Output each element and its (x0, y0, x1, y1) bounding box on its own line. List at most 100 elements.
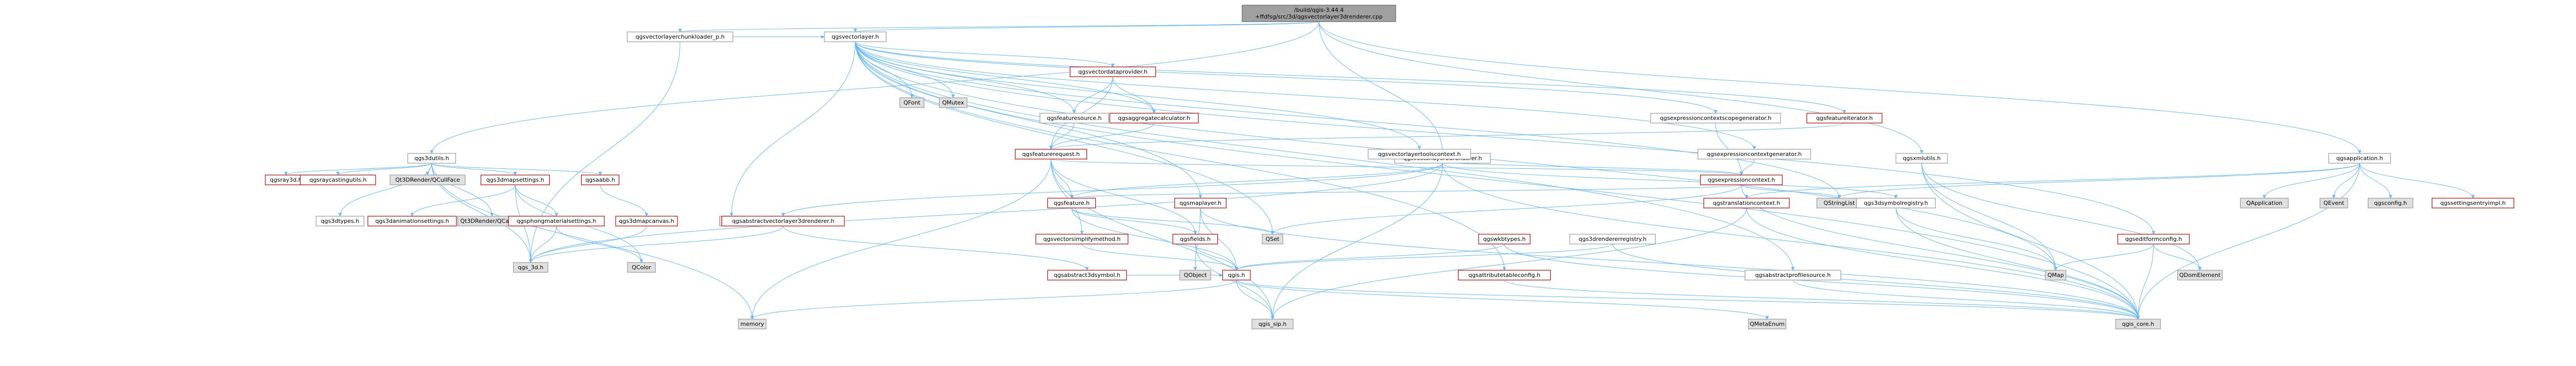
node-memory[interactable]: memory (738, 319, 767, 329)
node-vdataprovider[interactable]: qgsvectordataprovider.h (1070, 66, 1156, 77)
edge-layer (284, 21, 2475, 320)
edge-qgsapplication-to-qevent (2332, 163, 2360, 199)
edge-qgs3dutils-to-qgs3dmapsettings (431, 163, 517, 176)
edge-root-to-chunkloader (679, 21, 1319, 32)
node-attributetable[interactable]: qgsattributetableconfig.h (1458, 270, 1551, 281)
node-qgsraycast[interactable]: qgsray3d.h (265, 175, 307, 185)
node-qapplication[interactable]: QApplication (2240, 198, 2289, 208)
edge-root-to-vectorlayer (854, 21, 1319, 32)
node-qcolor[interactable]: QColor (627, 262, 656, 273)
node-label: qgsaabb.h (585, 177, 615, 183)
node-vltoolscontext[interactable]: qgsvectorlayertoolscontext.h (1367, 149, 1471, 160)
edge-featurerequest-to-qgsfields (1050, 159, 1197, 235)
node-qevent[interactable]: QEvent (2319, 198, 2348, 208)
node-qgsxmlutils[interactable]: qgsxmlutils.h (1895, 153, 1948, 164)
edge-qgsfields-to-qgis (1195, 243, 1239, 271)
node-label: qgsvectorlayerchunkloader_p.h (635, 33, 724, 40)
node-label: qgsraycastingutils.h (310, 177, 367, 183)
node-featureiterator[interactable]: qgsfeatureiterator.h (1806, 113, 1883, 124)
edge-vl3drenderer-to-qgsfeature (1070, 163, 1443, 199)
node-box (2115, 319, 2161, 329)
node-featuresource[interactable]: qgsfeaturesource.h (1039, 113, 1109, 124)
node-box (300, 175, 376, 185)
edge-vectorlayer-to-abstractprofile (855, 41, 1795, 271)
edge-qgs3dutils-to-qgs3dtypes (338, 163, 432, 217)
node-exprscopegen[interactable]: qgsexpressioncontextscopegenerator.h (1650, 113, 1781, 124)
node-label: QColor (632, 264, 651, 271)
node-phongmaterial[interactable]: qgsphongmaterialsettings.h (508, 216, 605, 226)
node-chunkloader[interactable]: qgsvectorlayerchunkloader_p.h (626, 31, 734, 42)
node-qset[interactable]: QSet (1262, 234, 1283, 245)
node-animsettings[interactable]: qgs3danimationsettings.h (367, 216, 457, 226)
node-qgis[interactable]: qgis.h (1222, 270, 1251, 281)
node-box (389, 175, 466, 185)
node-featurerequest[interactable]: qgsfeaturerequest.h (1014, 149, 1088, 160)
node-box (2431, 198, 2515, 208)
node-vtsimplify[interactable]: qgsvectorsimplifymethod.h (1035, 234, 1129, 245)
node-editformconfig[interactable]: qgseditformconfig.h (2117, 234, 2190, 245)
node-box (1569, 234, 1656, 245)
node-box (1458, 270, 1551, 281)
edge-vectorlayer-to-aggregatecalc (855, 41, 1156, 114)
node-mapcanvas3d[interactable]: qgs3dmapcanvas.h (615, 216, 678, 226)
edge-featureiterator-to-featurerequest (1049, 123, 1845, 150)
node-qobject[interactable]: QObject (1179, 270, 1211, 281)
node-qgswkbtypes[interactable]: qgswkbtypes.h (1478, 234, 1531, 245)
edge-qgsapplication-to-qapplication (2262, 163, 2360, 199)
node-qgs3dtypes[interactable]: qgs3dtypes.h (315, 216, 365, 226)
node-rendererregistry[interactable]: qgs3drendererregistry.h (1569, 234, 1656, 245)
node-qdomelement[interactable]: QDomElement (2177, 270, 2223, 281)
edge-qgs3dutils-to-raycastingutils (336, 163, 432, 176)
node-qgsapplication[interactable]: qgsapplication.h (2328, 153, 2391, 164)
node-label: qgsconfig.h (2374, 200, 2407, 206)
node-qgsfields[interactable]: qgsfields.h (1172, 234, 1218, 245)
edge-vdataprovider-to-aggregatecalc (1112, 76, 1156, 114)
node-qmetaenum[interactable]: QMetaEnum (1748, 319, 1787, 329)
node-label: qgsfeaturesource.h (1047, 115, 1101, 121)
node-qgssip[interactable]: qgis_sip.h (1251, 319, 1294, 329)
edge-editformconfig-to-qdomelement (2153, 243, 2202, 271)
node-exprctx[interactable]: qgsexpressioncontext.h (1700, 175, 1783, 185)
node-label: QObject (1184, 272, 1207, 278)
node-translationctx[interactable]: qgstranslationcontext.h (1703, 198, 1790, 208)
node-box (1014, 149, 1088, 160)
node-qgs3dutils[interactable]: qgs3dutils.h (407, 153, 456, 164)
node-abstractprofile[interactable]: qgsabstractprofilesource.h (1744, 270, 1841, 281)
node-exprctxgen[interactable]: qgsexpressioncontextgenerator.h (1697, 149, 1811, 160)
node-label: qgseditformconfig.h (2125, 236, 2182, 242)
edge-qgsxmlutils-to-qgscore (1921, 163, 2140, 320)
node-symbolregistry[interactable]: qgs3dsymbolregistry.h (1856, 198, 1936, 208)
edge-qgis-to-qgssip (1236, 280, 1275, 320)
node-box (2177, 270, 2223, 281)
edge-editformconfig-to-qmap (2054, 243, 2154, 271)
node-abstractsymbol[interactable]: qgsabstract3dsymbol.h (1047, 270, 1127, 281)
edge-vectorlayer-to-exprscopegen (855, 41, 1718, 114)
node-qgs3dmapsettings[interactable]: qgs3dmapsettings.h (480, 175, 550, 185)
node-box (1895, 153, 1948, 164)
edge-vectorlayer-to-featureiterator (855, 41, 1846, 114)
node-qgs3d[interactable]: qgs_3d.h (513, 262, 549, 273)
node-box (2045, 270, 2066, 281)
node-vectorlayer[interactable]: qgsvectorlayer.h (824, 31, 887, 42)
node-abstractvl3d[interactable]: qgsabstractvectorlayer3drenderer.h (721, 216, 845, 226)
node-aggregatecalc[interactable]: qgsaggregatecalculator.h (1109, 113, 1199, 124)
node-root[interactable]: /build/qgis-3.44.4+ffdfsg/src/3d/qgsvect… (1242, 5, 1396, 22)
node-qmap[interactable]: QMap (2045, 270, 2066, 281)
node-label: qgsvectordataprovider.h (1078, 68, 1147, 75)
node-qgsconfig[interactable]: qgsconfig.h (2367, 198, 2414, 208)
node-raycastingutils[interactable]: qgsraycastingutils.h (300, 175, 376, 185)
node-qgscore[interactable]: qgis_core.h (2115, 319, 2161, 329)
node-box (627, 262, 656, 273)
node-box (1242, 5, 1396, 22)
node-settingsentry[interactable]: qgssettingsentryimpl.h (2431, 198, 2515, 208)
node-qgsaabb[interactable]: qgsaabb.h (581, 175, 620, 185)
node-qt3dcullface[interactable]: Qt3DRender/QCullFace (389, 175, 466, 185)
node-qfont[interactable]: QFont (899, 97, 925, 108)
node-label: qgsabstract3dsymbol.h (1054, 272, 1120, 278)
node-qstringlist[interactable]: QStringList (1816, 198, 1862, 208)
node-qmutex[interactable]: QMutex (939, 97, 968, 108)
node-qgsfeature[interactable]: qgsfeature.h (1047, 198, 1096, 208)
node-qgsmaplayer[interactable]: qgsmaplayer.h (1174, 198, 1227, 208)
edge-abstractvl3d-to-abstractsymbol (783, 225, 1089, 271)
